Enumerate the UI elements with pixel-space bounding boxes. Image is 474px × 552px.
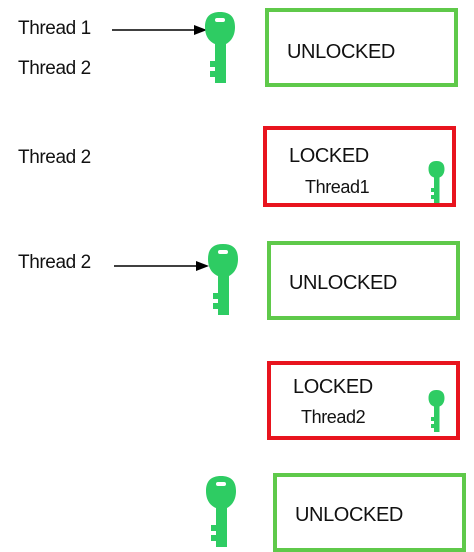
key-icon [205,12,235,83]
lock-owner-text: Thread2 [301,407,366,427]
lock-status-text: UNLOCKED [289,272,397,294]
thread-label: Thread 2 [18,58,91,79]
lock-state-box: UNLOCKED [265,8,458,87]
key-icon [206,476,236,547]
key-icon [428,161,445,203]
lock-state-box: LOCKED Thread2 [267,361,460,440]
key-icon [428,390,445,432]
lock-status-text: UNLOCKED [287,41,395,63]
thread-label: Thread 2 [18,252,91,273]
lock-status-text: LOCKED [289,145,369,167]
lock-state-box: UNLOCKED [273,473,466,552]
thread-label: Thread 2 [18,147,91,168]
lock-owner-text: Thread1 [305,177,370,197]
lock-status-text: LOCKED [293,376,373,398]
lock-status-text: UNLOCKED [295,504,403,526]
key-icon [208,244,238,315]
arrow [114,261,209,271]
lock-state-box: LOCKED Thread1 [263,126,456,207]
arrow [112,25,207,35]
thread-label: Thread 1 [18,18,91,39]
lock-state-box: UNLOCKED [267,241,460,320]
